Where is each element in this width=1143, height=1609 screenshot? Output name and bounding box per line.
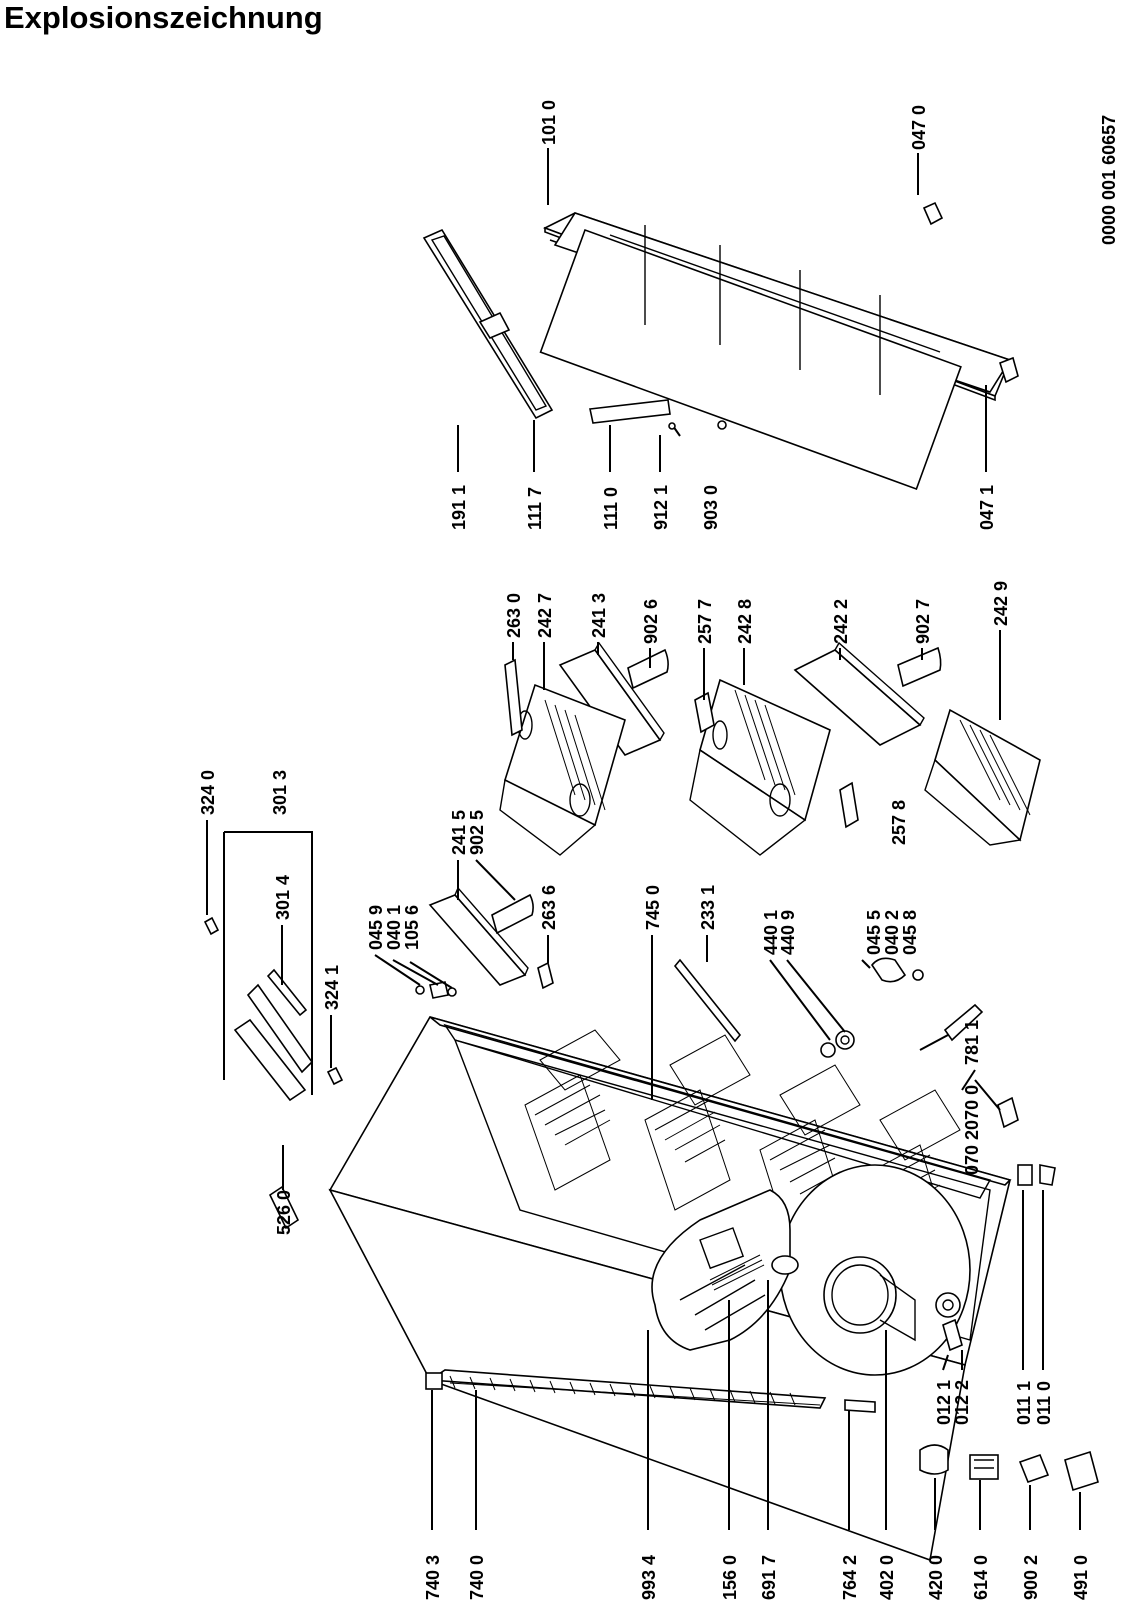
- label-402-0: 402 0: [877, 1555, 897, 1600]
- label-614-0: 614 0: [971, 1555, 991, 1600]
- part-047-1: [999, 356, 1019, 384]
- part-263-6: [537, 961, 554, 990]
- screw-912-1: [668, 422, 681, 437]
- label-105-6: 105 6: [402, 905, 422, 950]
- label-902-5: 902 5: [467, 810, 487, 855]
- parts-012: [942, 1318, 963, 1352]
- upper-hinge-parts: [415, 981, 457, 999]
- label-045-9: 045 9: [366, 905, 386, 950]
- label-012-1: 012 1: [934, 1380, 954, 1425]
- parts-070: [997, 1096, 1019, 1129]
- hinge-plate-111-0: [589, 399, 671, 424]
- label-740-3: 740 3: [423, 1555, 443, 1600]
- drawer-242-9: [924, 708, 1041, 846]
- label-745-0: 745 0: [643, 885, 663, 930]
- label-040-2: 040 2: [882, 910, 902, 955]
- foot-011-0: [1039, 1164, 1056, 1186]
- label-324-1: 324 1: [322, 965, 342, 1010]
- part-614-0: [969, 1454, 999, 1480]
- label-047-1: 047 1: [977, 485, 997, 530]
- label-047-0: 047 0: [909, 105, 929, 150]
- label-257-7: 257 7: [695, 599, 715, 644]
- door-assembly: [539, 212, 1012, 490]
- label-242-2: 242 2: [831, 599, 851, 644]
- label-040-1: 040 1: [384, 905, 404, 950]
- drawer-lid-242-2: [793, 641, 925, 746]
- part-781-1: [943, 1003, 984, 1042]
- leader-lines: [206, 148, 1081, 1530]
- label-902-7: 902 7: [913, 599, 933, 644]
- label-420-0: 420 0: [926, 1555, 946, 1600]
- label-045-8: 045 8: [900, 910, 920, 955]
- label-012-2: 012 2: [952, 1380, 972, 1425]
- label-764-2: 764 2: [840, 1555, 860, 1600]
- label-301-4: 301 4: [273, 875, 293, 920]
- door-panel-ribs: [609, 225, 941, 395]
- label-324-0: 324 0: [198, 770, 218, 815]
- flap-902-6: [627, 648, 669, 690]
- label-242-8: 242 8: [735, 599, 755, 644]
- handle-111-7: [478, 311, 511, 340]
- base-grill: [425, 1369, 827, 1409]
- label-257-8: 257 8: [889, 800, 909, 845]
- label-241-3: 241 3: [589, 593, 609, 638]
- label-912-1: 912 1: [651, 485, 671, 530]
- drawer-242-7: [499, 683, 626, 856]
- label-902-6: 902 6: [641, 599, 661, 644]
- label-900-2: 900 2: [1021, 1555, 1041, 1600]
- foot-011-1: [1017, 1164, 1033, 1186]
- part-labels: 101 0 047 0 191 1 111 7 111 0 912 1 903 …: [198, 100, 1119, 1600]
- label-740-0: 740 0: [467, 1555, 487, 1600]
- label-301-3: 301 3: [270, 770, 290, 815]
- label-263-6: 263 6: [539, 885, 559, 930]
- label-993-4: 993 4: [639, 1555, 659, 1600]
- label-263-0: 263 0: [504, 593, 524, 638]
- label-781-1: 781 1: [962, 1020, 982, 1065]
- label-191-1: 191 1: [449, 485, 469, 530]
- label-440-9: 440 9: [778, 910, 798, 955]
- rail-257-8: [839, 781, 859, 829]
- rail-263-0: [504, 658, 523, 737]
- label-011-0: 011 0: [1034, 1381, 1054, 1425]
- label-242-7: 242 7: [535, 593, 555, 638]
- control-panel: [651, 1189, 799, 1351]
- label-242-9: 242 9: [991, 581, 1011, 626]
- label-491-0: 491 0: [1071, 1555, 1091, 1600]
- label-045-5: 045 5: [864, 910, 884, 955]
- drawer-242-8: [689, 678, 831, 856]
- drain-tube-233-1: [673, 958, 742, 1043]
- label-011-1: 011 1: [1014, 1381, 1034, 1425]
- top-cover-assembly: [203, 916, 344, 1230]
- label-233-1: 233 1: [698, 885, 718, 930]
- flap-902-7: [897, 646, 942, 688]
- label-156-0: 156 0: [720, 1555, 740, 1600]
- label-691-7: 691 7: [759, 1555, 779, 1600]
- label-526-0: 526 0: [274, 1190, 294, 1235]
- part-420-0: [919, 1444, 949, 1475]
- label-241-5: 241 5: [449, 810, 469, 855]
- compressor-detail: [779, 1164, 971, 1376]
- document-number: 0000 001 60657: [1099, 115, 1119, 245]
- screw-903-0: [717, 420, 727, 430]
- capillary-764-2: [844, 1399, 876, 1413]
- thermostat-knobs: [820, 1030, 855, 1058]
- label-440-1: 440 1: [761, 910, 781, 955]
- page-title: Explosionszeichnung: [4, 0, 323, 35]
- part-900-2: [1018, 1453, 1050, 1484]
- part-047-0: [922, 201, 944, 226]
- lower-hinge-parts: [861, 957, 924, 983]
- part-491-0: [1064, 1450, 1099, 1492]
- drawer-lid-241-5: [428, 886, 529, 986]
- flap-902-5: [491, 893, 534, 935]
- label-111-0: 111 0: [601, 487, 621, 530]
- label-111-7: 111 7: [525, 487, 545, 530]
- label-903-0: 903 0: [701, 485, 721, 530]
- label-101-0: 101 0: [539, 100, 559, 145]
- label-070-2070-0: 070 2070 0: [962, 1085, 982, 1175]
